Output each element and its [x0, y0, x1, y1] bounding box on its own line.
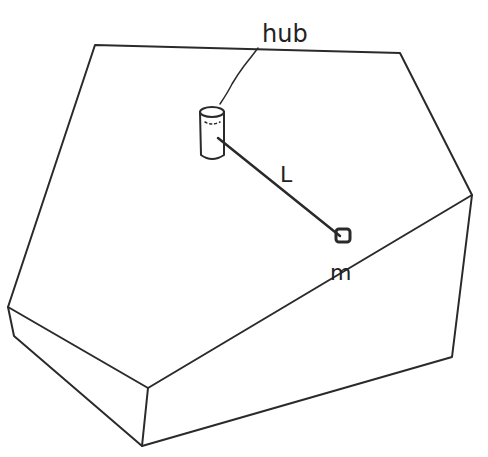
hub-cylinder — [200, 107, 224, 159]
table-left-face — [8, 307, 148, 446]
string-line — [218, 138, 340, 236]
part-label: hub — [262, 22, 308, 46]
mass-label: m — [330, 262, 351, 284]
dimension-label: L — [280, 164, 292, 186]
table-right-face — [142, 195, 472, 446]
leader-line — [220, 48, 258, 104]
table-top — [8, 45, 472, 388]
mass-block — [336, 229, 350, 242]
